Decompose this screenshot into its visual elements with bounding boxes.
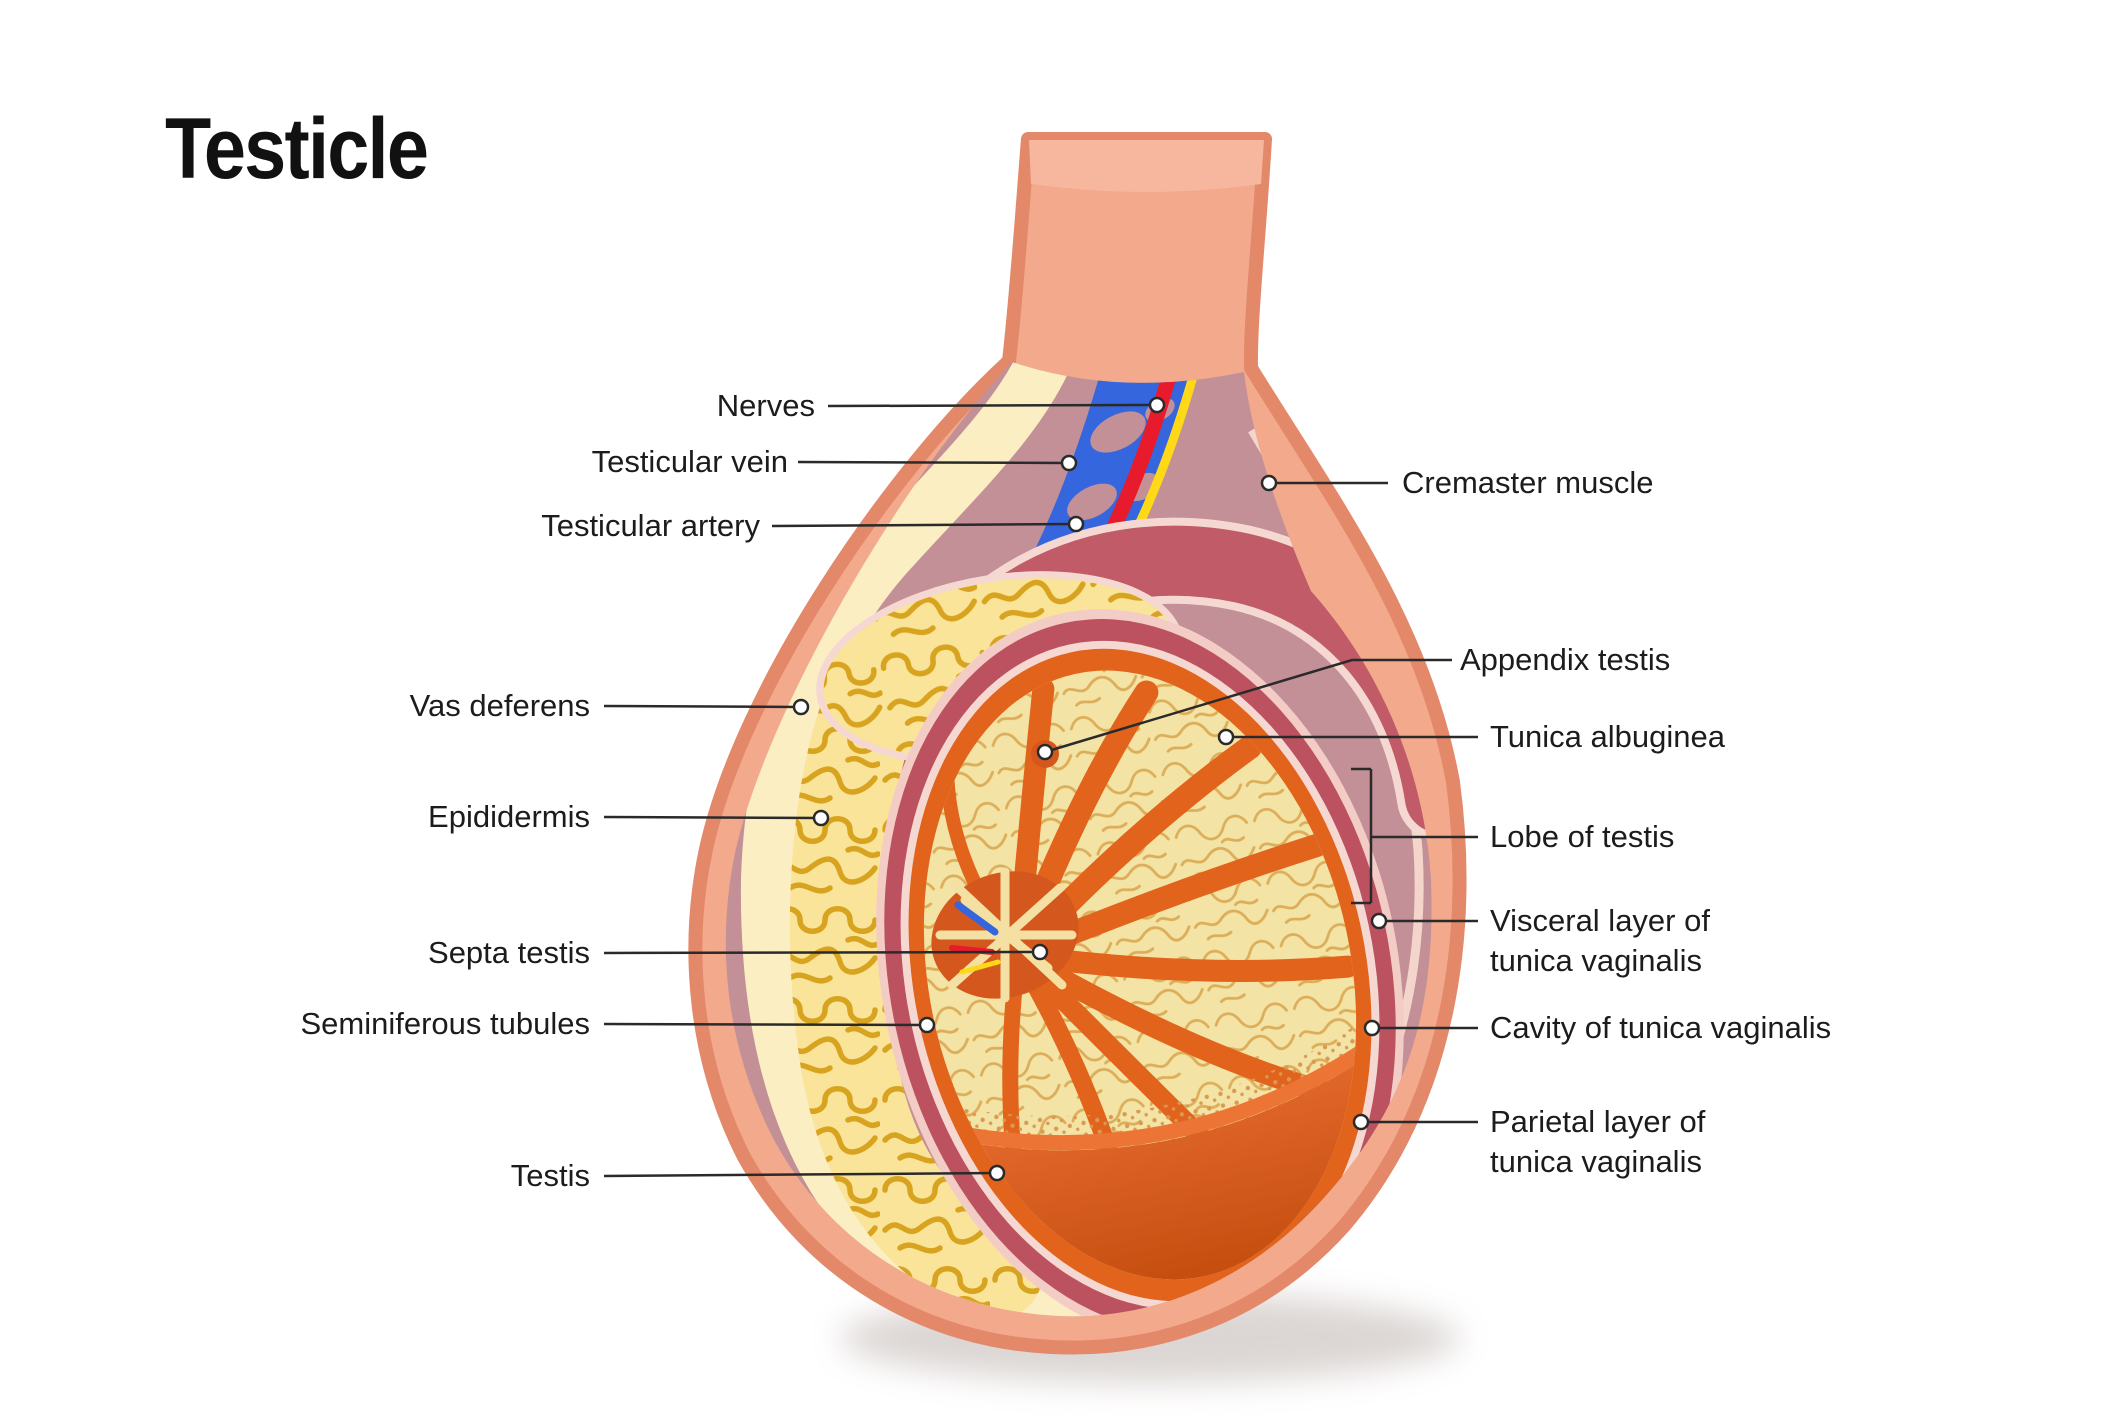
label-septa-testis: Septa testis xyxy=(428,935,590,970)
label-epididermis: Epididermis xyxy=(428,799,590,834)
leader-testicular-artery xyxy=(771,522,1077,528)
dot-cavity-of-tunica-vaginalis xyxy=(1363,1019,1381,1037)
spermatic-cord-cut-surface xyxy=(1029,140,1264,192)
label-cavity-of-tunica-vaginalis: Cavity of tunica vaginalis xyxy=(1490,1010,1832,1045)
leader-seminiferous-tubules xyxy=(603,1022,928,1027)
dot-vas-deferens xyxy=(792,698,810,716)
label-parietal-layer-line1: Parietal layer of xyxy=(1490,1104,1706,1139)
dot-testicular-artery xyxy=(1067,515,1085,533)
label-visceral-layer-line2: tunica vaginalis xyxy=(1490,943,1702,978)
dot-nerves xyxy=(1148,396,1166,414)
dot-septa-testis xyxy=(1031,943,1049,961)
tubuli-recti-dots xyxy=(952,1019,1373,1153)
dot-tunica-albuginea xyxy=(1217,728,1235,746)
leader-epididermis xyxy=(603,815,822,820)
dot-testis xyxy=(988,1164,1006,1182)
label-testicular-artery: Testicular artery xyxy=(541,508,760,543)
label-seminiferous-tubules: Seminiferous tubules xyxy=(300,1006,591,1041)
rete-testis xyxy=(931,867,1079,1003)
label-cremaster-muscle: Cremaster muscle xyxy=(1402,465,1654,500)
leader-appendix-testis xyxy=(1044,658,1452,754)
label-parietal-layer: Parietal layer of tunica vaginalis xyxy=(1490,1102,1705,1182)
label-appendix-testis: Appendix testis xyxy=(1460,642,1671,677)
leader-nerves xyxy=(827,403,1158,408)
label-vas-deferens: Vas deferens xyxy=(409,688,590,723)
epididymis-body-texture xyxy=(789,667,1043,1317)
leader-lobe-of-testis xyxy=(1351,767,1478,905)
dot-visceral-layer xyxy=(1370,912,1388,930)
leader-lines xyxy=(603,403,1478,1178)
label-visceral-layer-line1: Visceral layer of xyxy=(1490,903,1710,938)
testis-group xyxy=(876,609,1411,1317)
leader-septa-testis xyxy=(603,950,1041,955)
dot-epididermis xyxy=(812,809,830,827)
label-visceral-layer: Visceral layer of tunica vaginalis xyxy=(1490,901,1710,981)
label-testicular-vein: Testicular vein xyxy=(591,444,788,479)
label-nerves: Nerves xyxy=(716,388,815,423)
page-title: Testicle xyxy=(165,101,429,197)
dot-testicular-vein xyxy=(1060,454,1078,472)
leader-testis xyxy=(603,1171,998,1178)
dot-parietal-layer xyxy=(1352,1113,1370,1131)
label-lobe-of-testis: Lobe of testis xyxy=(1490,819,1675,854)
label-parietal-layer-line2: tunica vaginalis xyxy=(1490,1144,1702,1179)
leader-testicular-vein xyxy=(797,460,1070,465)
dot-seminiferous-tubules xyxy=(918,1016,936,1034)
label-tunica-albuginea: Tunica albuginea xyxy=(1490,719,1725,754)
dot-cremaster-muscle xyxy=(1260,474,1278,492)
leader-dots xyxy=(792,396,1388,1182)
dot-appendix-testis xyxy=(1036,743,1054,761)
leader-vas-deferens xyxy=(603,704,802,709)
label-testis: Testis xyxy=(510,1158,590,1193)
testis-body-top-stripe xyxy=(956,1039,1375,1151)
